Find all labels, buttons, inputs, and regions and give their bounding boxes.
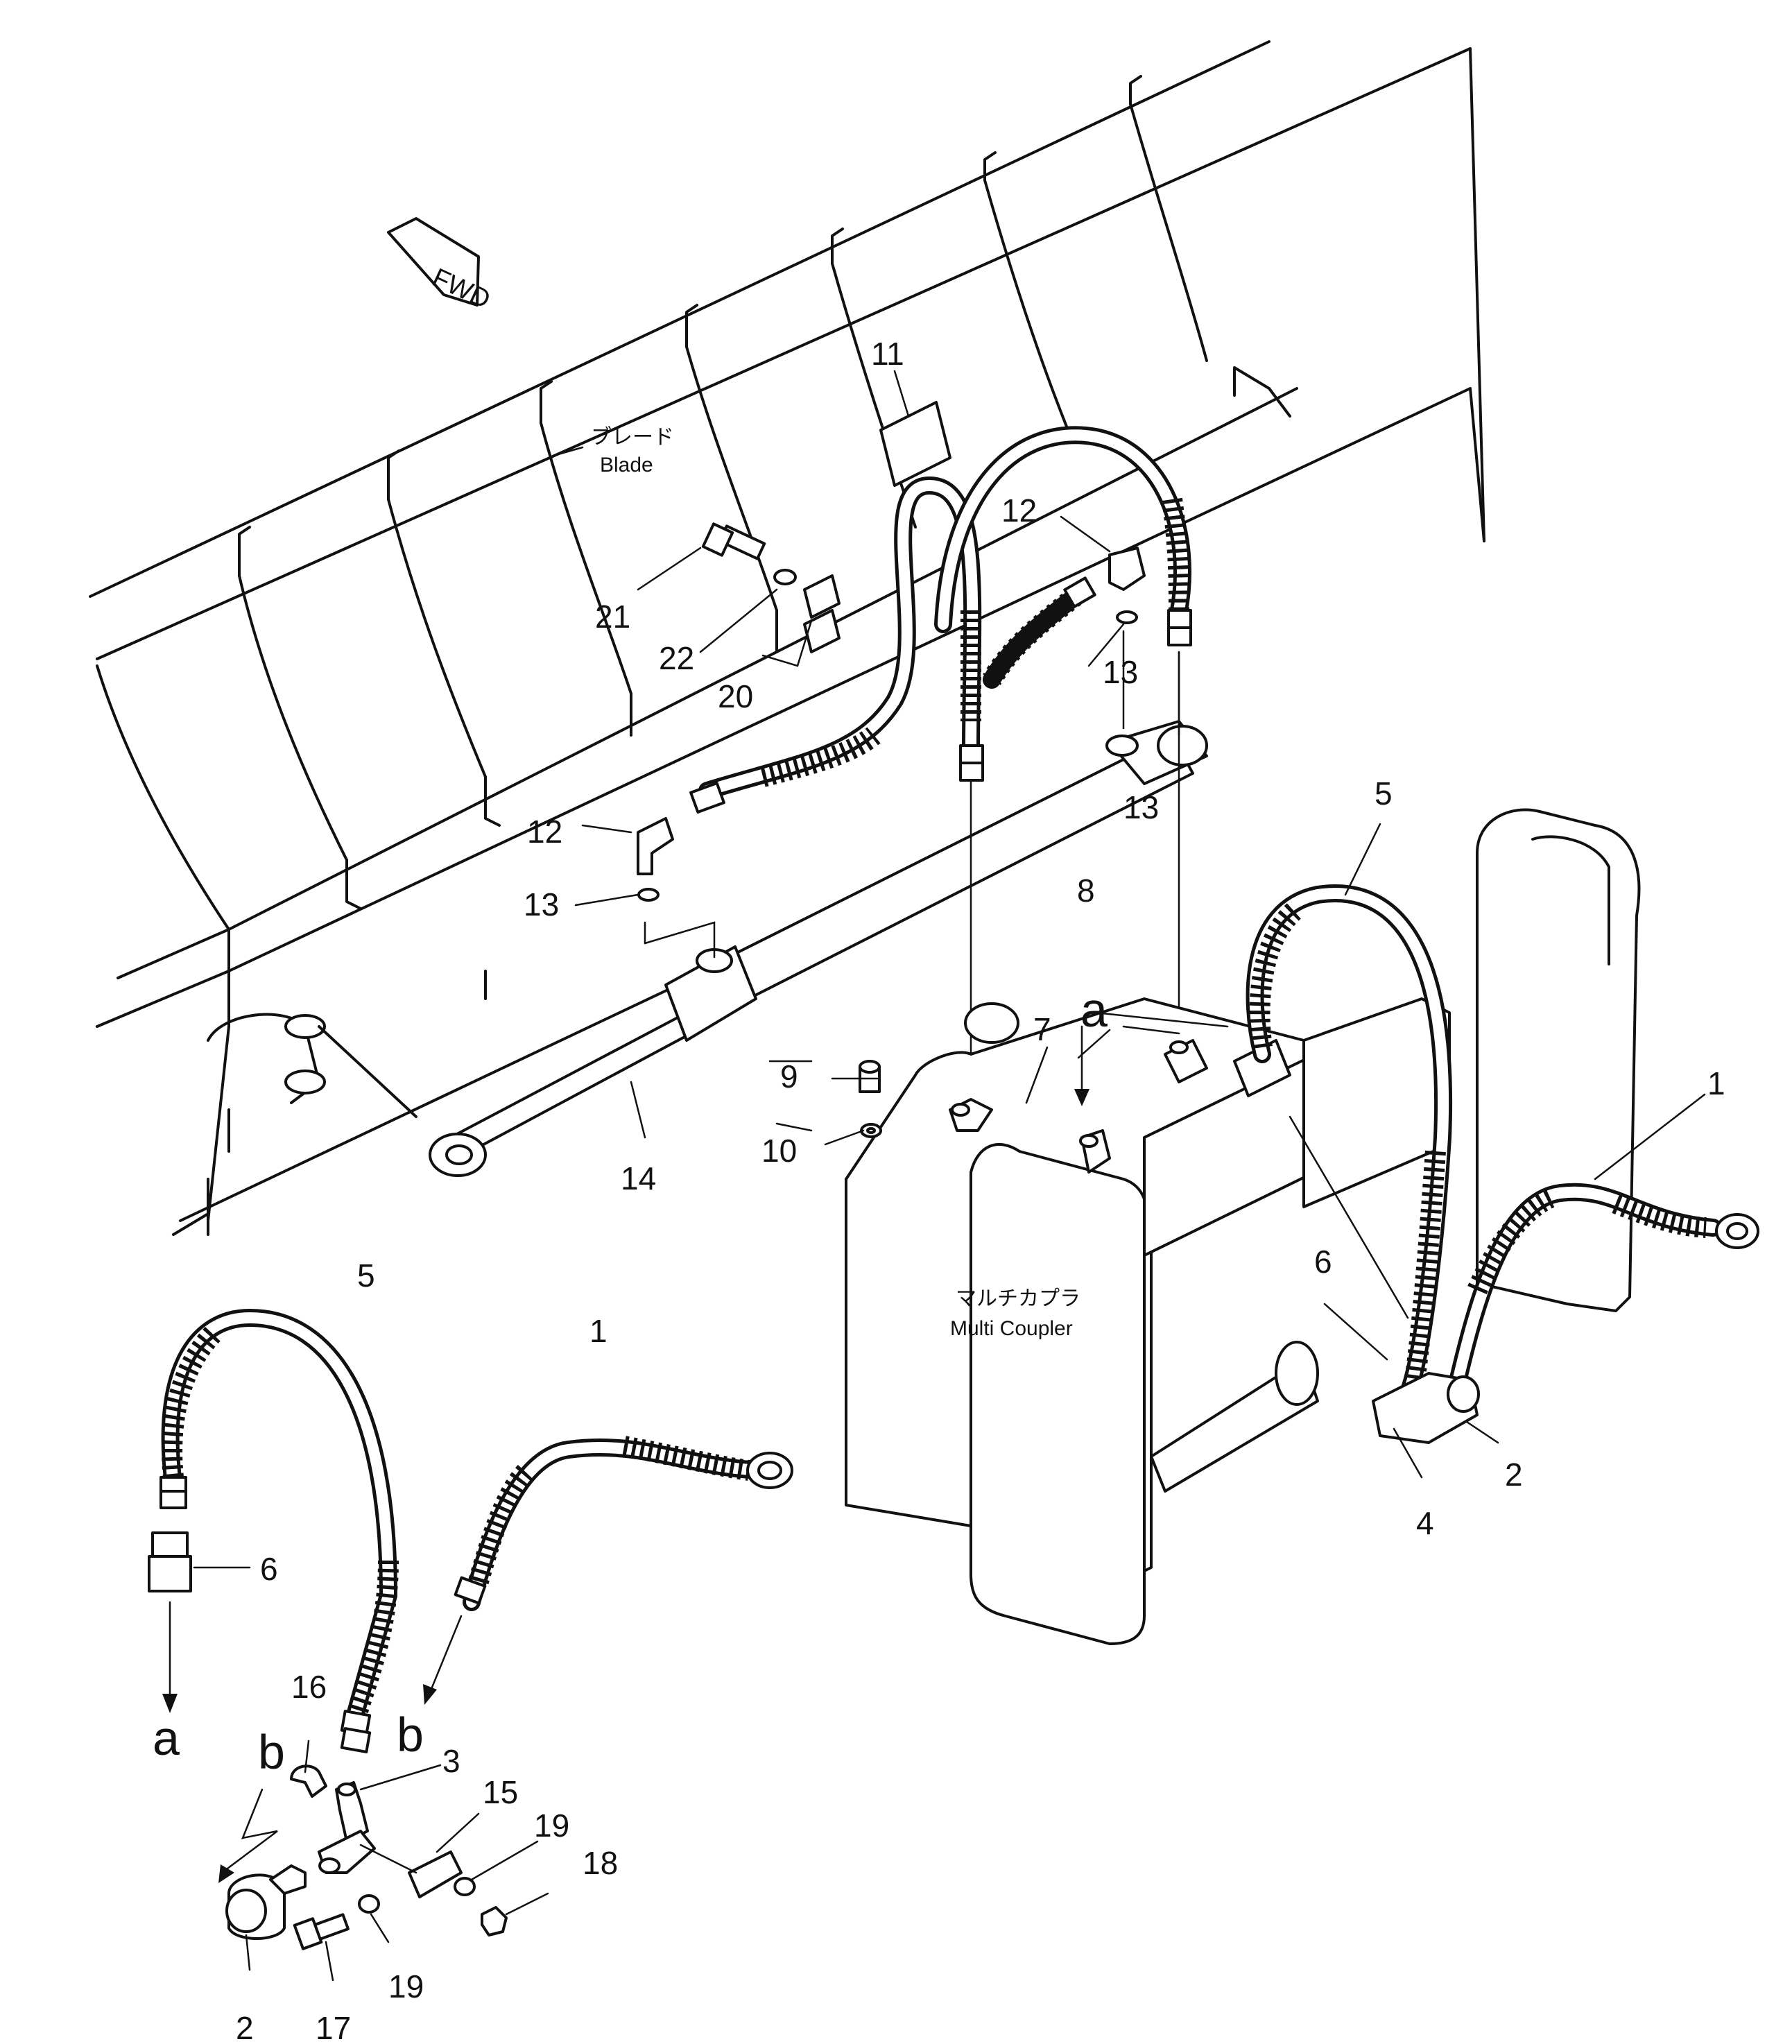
callout-15: 15 bbox=[483, 1774, 518, 1810]
connection-b-middle: b bbox=[397, 1708, 424, 1762]
coupler-fitting-6 bbox=[148, 1531, 251, 1713]
callout-11: 11 bbox=[871, 336, 904, 372]
callout-13-upper: 13 bbox=[1103, 654, 1138, 690]
callout-1-lower: 1 bbox=[589, 1313, 608, 1349]
coupler-frame bbox=[845, 808, 1641, 1645]
callout-18: 18 bbox=[583, 1845, 618, 1881]
hydraulic-cylinder bbox=[429, 720, 1208, 1177]
small-parts-cluster bbox=[218, 1740, 549, 1982]
callout-13-lower: 13 bbox=[524, 886, 559, 922]
blade-hose-assembly bbox=[637, 401, 1192, 902]
blade-body bbox=[89, 40, 1485, 1236]
connection-letters: a a b b bbox=[153, 983, 1108, 1779]
callout-16: 16 bbox=[291, 1669, 327, 1705]
connection-a-top: a bbox=[1080, 983, 1108, 1037]
callout-10: 10 bbox=[761, 1133, 797, 1169]
callout-13-right: 13 bbox=[1123, 789, 1159, 825]
callout-2-upper: 2 bbox=[1505, 1457, 1523, 1493]
blade-label-en: Blade bbox=[600, 454, 653, 476]
detached-hose-5 bbox=[160, 1308, 399, 1753]
callout-5-lower: 5 bbox=[357, 1257, 375, 1294]
callout-12-upper: 12 bbox=[1001, 492, 1037, 529]
leader-lines-coupler bbox=[824, 823, 1706, 1479]
callout-1-upper: 1 bbox=[1707, 1065, 1725, 1101]
callout-6-upper: 6 bbox=[1314, 1244, 1332, 1280]
b-arrow-middle bbox=[423, 1615, 463, 1705]
blade-label-jp: ブレード bbox=[591, 426, 674, 449]
callout-21: 21 bbox=[595, 599, 630, 635]
blade-hardware bbox=[701, 522, 841, 653]
forward-arrow-icon: FWD bbox=[387, 217, 494, 315]
connection-b-left: b bbox=[258, 1725, 285, 1779]
callout-14: 14 bbox=[621, 1160, 656, 1196]
callout-9: 9 bbox=[780, 1058, 798, 1094]
callout-17: 17 bbox=[316, 2010, 351, 2044]
callout-2-lower: 2 bbox=[236, 2010, 254, 2044]
callout-20: 20 bbox=[718, 678, 753, 714]
callout-4: 4 bbox=[1416, 1505, 1434, 1541]
callout-3: 3 bbox=[442, 1743, 460, 1779]
callout-8: 8 bbox=[1077, 873, 1095, 909]
coupler-hoses bbox=[1246, 884, 1759, 1444]
coupler-label-jp: マルチカプラ bbox=[956, 1287, 1080, 1310]
connection-a-bottom: a bbox=[153, 1711, 180, 1765]
callout-19-lower: 19 bbox=[388, 1968, 424, 2004]
callout-numbers: 11 12 12 13 13 13 21 22 20 14 5 8 7 9 10… bbox=[236, 336, 1725, 2044]
callout-5-upper: 5 bbox=[1375, 775, 1393, 811]
coupler-label-en: Multi Coupler bbox=[950, 1317, 1073, 1340]
callout-19-upper: 19 bbox=[534, 1807, 569, 1844]
detached-hose-1 bbox=[454, 1436, 793, 1611]
callout-12-lower: 12 bbox=[527, 814, 562, 850]
callout-7: 7 bbox=[1033, 1011, 1051, 1047]
callout-6-lower: 6 bbox=[260, 1551, 278, 1587]
callout-22: 22 bbox=[659, 640, 694, 676]
